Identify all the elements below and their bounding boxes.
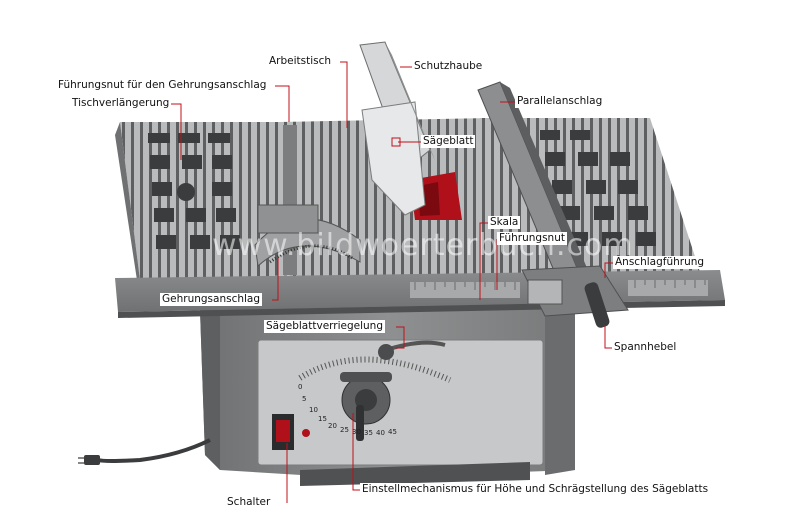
extension-windows	[148, 130, 656, 249]
label-skala: Skala	[488, 216, 521, 229]
power-switch	[272, 414, 294, 450]
label-saegeblattverriegelung: Sägeblattverriegelung	[264, 320, 385, 333]
bevel-number: 25	[340, 426, 349, 434]
bevel-numbers: 0 5 10 15 20 25 30 35 40 45	[298, 383, 397, 437]
bevel-scale	[298, 356, 452, 383]
watermark: www.bildwoerterbuch.com	[212, 228, 634, 263]
bevel-number: 35	[364, 429, 373, 437]
miter-gauge	[254, 204, 361, 268]
height-bevel-handwheel	[340, 372, 392, 441]
bevel-number: 30	[352, 428, 361, 436]
label-saegeblatt: Sägeblatt	[421, 135, 476, 148]
bevel-number: 15	[318, 415, 327, 423]
blade-guard	[359, 41, 435, 216]
blade-lock-knob	[378, 340, 446, 360]
label-anschlagfuehrung: Anschlagführung	[613, 256, 707, 269]
label-spannhebel: Spannhebel	[612, 341, 679, 354]
power-cord	[78, 438, 211, 465]
label-gehrungsanschlag: Gehrungsanschlag	[160, 293, 263, 306]
bevel-number: 5	[302, 395, 306, 403]
label-fuehrungsnut-gehrung: Führungsnut für den Gehrungsanschlag	[56, 79, 269, 92]
bevel-number: 20	[328, 422, 337, 430]
label-tischverlaengerung: Tischverlängerung	[70, 97, 172, 110]
label-arbeitstisch: Arbeitstisch	[267, 55, 334, 68]
bevel-number: 40	[376, 429, 385, 437]
label-schalter: Schalter	[225, 496, 273, 509]
label-parallelanschlag: Parallelanschlag	[515, 95, 605, 108]
bevel-number: 45	[388, 428, 397, 436]
indicator-light	[302, 429, 310, 437]
label-schutzhaube: Schutzhaube	[412, 60, 485, 73]
bevel-number: 0	[298, 383, 302, 391]
scale-ticks	[414, 280, 706, 290]
leader-lines	[166, 61, 613, 503]
label-einstellmechanismus: Einstellmechanismus für Höhe und Schrägs…	[360, 483, 711, 496]
lock-lever	[584, 282, 610, 328]
label-fuehrungsnut: Führungsnut	[497, 232, 567, 245]
bevel-number: 10	[309, 406, 318, 414]
